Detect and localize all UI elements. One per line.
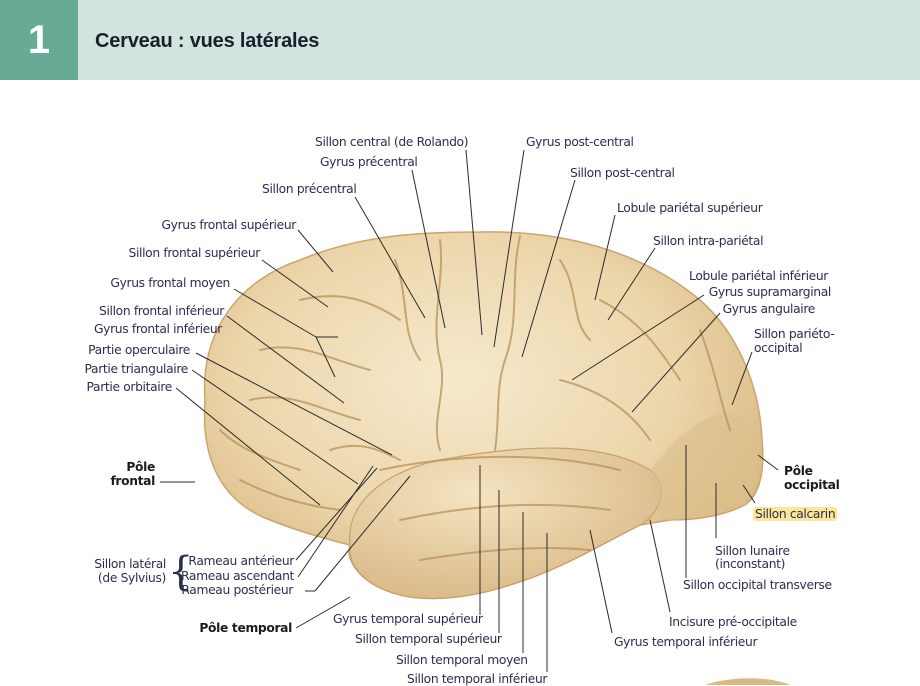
label-gyrus-angulaire: Gyrus angulaire bbox=[722, 302, 816, 316]
label-sillon-parieto-occipital-1: Sillon pariéto- bbox=[754, 327, 835, 341]
label-pole-temporal: Pôle temporal bbox=[199, 621, 292, 635]
label-sillon-temporal-superieur: Sillon temporal supérieur bbox=[355, 632, 502, 646]
label-pole-frontal-2: frontal bbox=[110, 474, 155, 488]
label-sillon-temporal-inferieur: Sillon temporal inférieur bbox=[407, 672, 548, 686]
label-gyrus-post-central: Gyrus post-central bbox=[526, 135, 634, 149]
label-sillon-central: Sillon central (de Rolando) bbox=[315, 135, 469, 149]
label-incisure-pre-occipitale: Incisure pré-occipitale bbox=[669, 615, 797, 629]
label-pole-frontal-1: Pôle bbox=[126, 460, 155, 474]
label-sillon-lunaire-2: (inconstant) bbox=[715, 557, 786, 571]
label-gyrus-temporal-superieur: Gyrus temporal supérieur bbox=[333, 612, 483, 626]
label-partie-triangulaire: Partie triangulaire bbox=[84, 362, 189, 376]
label-gyrus-temporal-inferieur: Gyrus temporal inférieur bbox=[614, 635, 758, 649]
label-sillon-parieto-occipital-2: occipital bbox=[754, 341, 803, 355]
label-gyrus-supramarginal: Gyrus supramarginal bbox=[708, 285, 832, 299]
label-sillon-precentral: Sillon précentral bbox=[262, 182, 357, 196]
label-pole-occipital-2: occipital bbox=[784, 478, 840, 492]
label-rameau-ascendant: Rameau ascendant bbox=[180, 569, 294, 583]
label-partie-orbitaire: Partie orbitaire bbox=[86, 380, 173, 394]
page-title: Cerveau : vues latérales bbox=[95, 30, 320, 52]
label-sillon-frontal-superieur: Sillon frontal supérieur bbox=[128, 246, 261, 260]
label-gyrus-frontal-moyen: Gyrus frontal moyen bbox=[110, 276, 230, 290]
label-sillon-occipital-transverse: Sillon occipital transverse bbox=[683, 578, 832, 592]
label-partie-operculaire: Partie operculaire bbox=[88, 343, 190, 357]
label-sillon-frontal-inferieur: Sillon frontal inférieur bbox=[99, 304, 224, 318]
label-sillon-intra-parietal: Sillon intra-pariétal bbox=[653, 234, 764, 248]
label-pole-occipital-1: Pôle bbox=[784, 464, 813, 478]
brace-icon: { bbox=[168, 549, 194, 595]
chapter-number: 1 bbox=[0, 0, 78, 80]
title-bar bbox=[78, 0, 920, 80]
label-sillon-temporal-moyen: Sillon temporal moyen bbox=[396, 653, 528, 667]
label-gyrus-frontal-superieur: Gyrus frontal supérieur bbox=[161, 218, 297, 232]
label-gyrus-precentral: Gyrus précentral bbox=[320, 155, 418, 169]
label-rameau-posterieur: Rameau postérieur bbox=[181, 583, 293, 597]
label-rameau-anterieur: Rameau antérieur bbox=[188, 554, 294, 568]
label-sillon-post-central: Sillon post-central bbox=[570, 166, 675, 180]
label-sillon-calcarin: Sillon calcarin bbox=[753, 507, 838, 521]
page-header: 1 Cerveau : vues latérales bbox=[0, 0, 920, 80]
label-sillon-lateral-2: (de Sylvius) bbox=[97, 571, 166, 585]
label-gyrus-frontal-inferieur: Gyrus frontal inférieur bbox=[93, 322, 222, 336]
label-lobule-parietal-inferieur: Lobule pariétal inférieur bbox=[689, 269, 828, 283]
label-lobule-parietal-superieur: Lobule pariétal supérieur bbox=[617, 201, 763, 215]
label-sillon-lunaire-1: Sillon lunaire bbox=[715, 544, 790, 558]
leader-lines bbox=[160, 149, 779, 672]
label-sillon-lateral-1: Sillon latéral bbox=[94, 557, 166, 571]
